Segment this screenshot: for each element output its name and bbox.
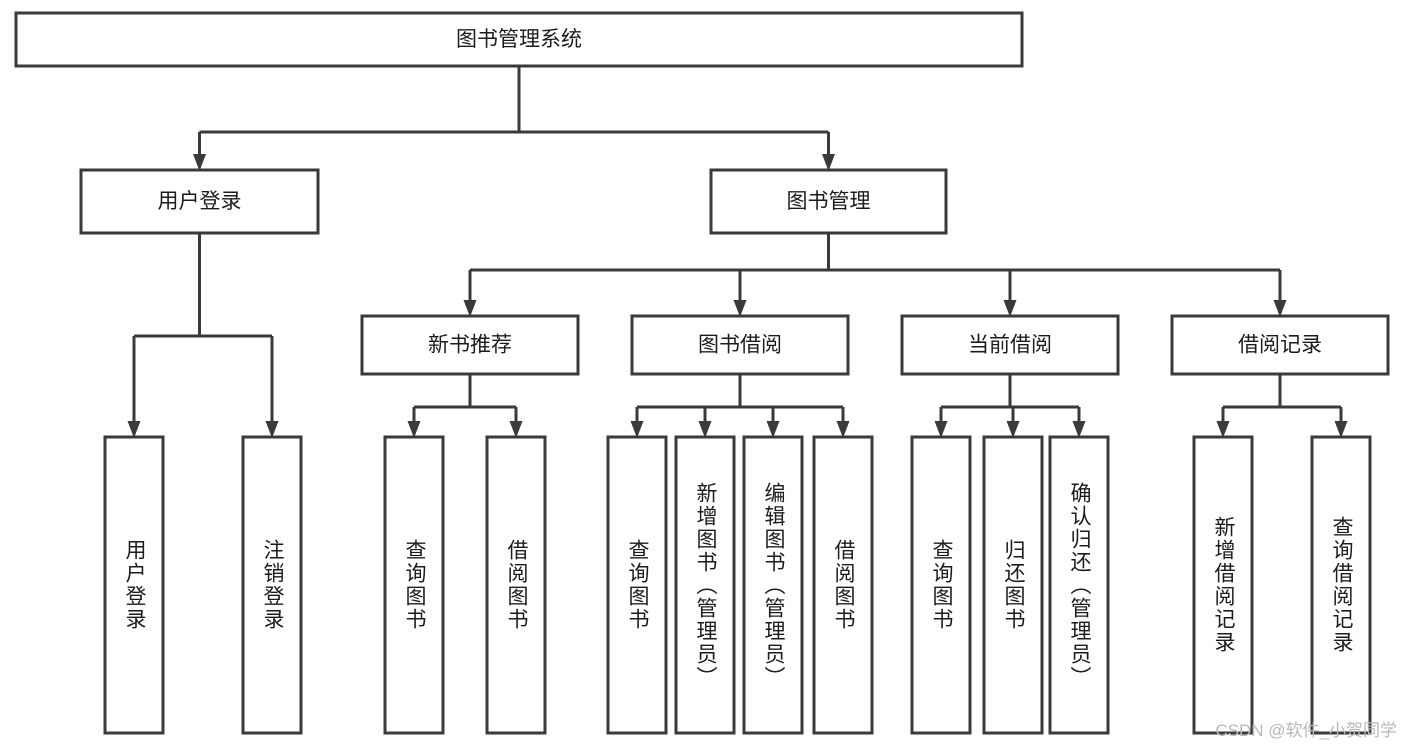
- leaf-node-box: [383, 435, 445, 735]
- node-label: 图书管理系统: [456, 28, 582, 51]
- leaf-node-box: [485, 435, 547, 735]
- node-label: 图书管理: [787, 190, 871, 213]
- leaf-node-box: [982, 435, 1044, 735]
- node-box: [900, 314, 1120, 376]
- connectors-layer: [127, 66, 1348, 438]
- node-box: [630, 314, 850, 376]
- node-box: [360, 314, 580, 376]
- node-label: 新书推荐: [428, 334, 512, 357]
- node-label: 用户登录: [158, 190, 242, 213]
- leaf-node-box: [103, 435, 165, 735]
- leaf-node-box: [241, 435, 303, 735]
- leaf-node-box: [812, 435, 874, 735]
- node-box: [709, 168, 948, 235]
- leaf-node-box: [910, 435, 972, 735]
- node-label: 借阅记录: [1238, 334, 1322, 357]
- node-label: 图书借阅: [698, 334, 782, 357]
- leaf-node-box: [742, 435, 804, 735]
- node-box: [79, 168, 320, 235]
- leaf-node-box: [1192, 435, 1254, 735]
- leaf-node-box: [606, 435, 668, 735]
- leaf-node-box: [1310, 435, 1372, 735]
- node-box: [14, 11, 1024, 68]
- leaf-node-box: [674, 435, 736, 735]
- nodes-layer: [14, 11, 1390, 735]
- node-box: [1170, 314, 1390, 376]
- leaf-node-box: [1048, 435, 1110, 735]
- node-label: 当前借阅: [968, 334, 1052, 357]
